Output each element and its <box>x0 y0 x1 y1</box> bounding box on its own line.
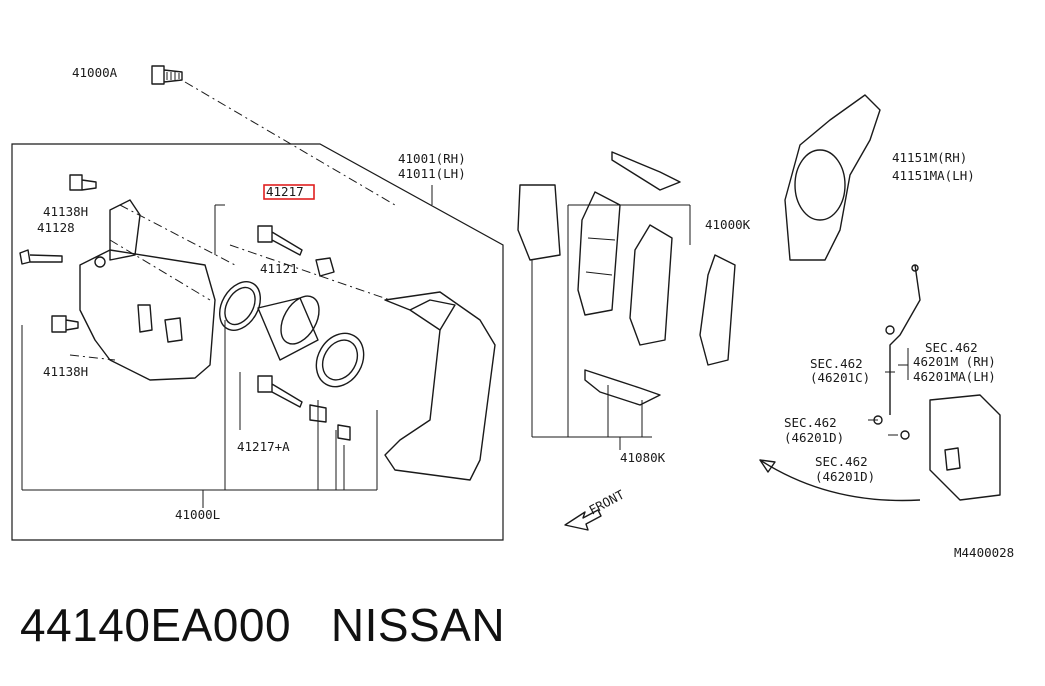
bolt-41138H-top <box>69 174 97 191</box>
caliper-bracket <box>384 291 496 481</box>
label-diagram-code: M4400028 <box>954 545 1014 560</box>
guide-pin-41217A <box>257 375 303 408</box>
pad-clip-bottom <box>584 369 661 406</box>
label-sec462-a2: (46201C) <box>810 370 870 385</box>
brake-pad-inner <box>577 191 621 316</box>
rotation-arrow-head <box>759 459 776 473</box>
label-front: FRONT <box>586 487 627 518</box>
label-41151MA-lh: 41151MA(LH) <box>892 168 975 183</box>
label-41001-rh: 41001(RH) <box>398 151 466 166</box>
41080K-bracket <box>531 260 652 450</box>
label-41011-lh: 41011(LH) <box>398 166 466 181</box>
label-41138H-top: 41138H <box>43 204 88 219</box>
brake-pad-outer <box>629 224 673 346</box>
caliper-assembly-frame <box>11 143 504 541</box>
label-sec462-a1: SEC.462 <box>810 356 863 371</box>
bolt-41138H-bottom <box>51 315 79 333</box>
label-41128: 41128 <box>37 220 75 235</box>
label-41000K: 41000K <box>705 217 751 232</box>
piston-seal <box>219 281 261 331</box>
label-41217A: 41217+A <box>237 439 290 454</box>
caliper-body <box>79 199 216 381</box>
splash-shield <box>784 94 881 261</box>
pad-clip-top <box>611 151 681 191</box>
sec462-bracket <box>868 348 909 436</box>
label-sec462-c1: SEC.462 <box>784 415 837 430</box>
guide-pin-41128 <box>19 249 63 265</box>
label-41000A: 41000A <box>72 65 118 80</box>
brand-name: NISSAN <box>330 599 506 651</box>
bolt-41000A <box>151 65 183 85</box>
41000L-bracket <box>21 320 378 508</box>
label-41151M-rh: 41151M(RH) <box>892 150 967 165</box>
label-41121: 41121 <box>260 261 298 276</box>
label-sec462-b3: 46201MA(LH) <box>913 369 996 384</box>
front-arrow-icon <box>564 509 602 531</box>
part-caption: 44140EA000 NISSAN <box>20 598 505 652</box>
pad-shim-right <box>699 254 736 366</box>
label-41000L: 41000L <box>175 507 220 522</box>
bushing <box>315 257 335 277</box>
label-sec462-d1: SEC.462 <box>815 454 868 469</box>
bolt-alignment-dash <box>69 81 396 361</box>
label-sec462-c2: (46201D) <box>784 430 844 445</box>
caliper-small <box>929 394 1001 501</box>
part-number: 44140EA000 <box>20 599 292 651</box>
label-41138H-bottom: 41138H <box>43 364 88 379</box>
label-sec462-b1: SEC.462 <box>925 340 978 355</box>
piston-boot <box>315 332 365 388</box>
41217-bracket <box>214 204 241 430</box>
label-sec462-b2: 46201M (RH) <box>913 354 996 369</box>
pad-shim-left <box>517 184 561 261</box>
label-41217-highlight: 41217 <box>266 184 304 199</box>
label-41080K: 41080K <box>620 450 666 465</box>
piston-41121 <box>257 295 320 361</box>
highlight-41217-box <box>263 184 315 200</box>
guide-pin-41217 <box>257 225 303 256</box>
brake-hose <box>873 264 921 440</box>
rotation-arrow <box>759 459 921 502</box>
label-sec462-d2: (46201D) <box>815 469 875 484</box>
pin-boots <box>309 404 351 441</box>
